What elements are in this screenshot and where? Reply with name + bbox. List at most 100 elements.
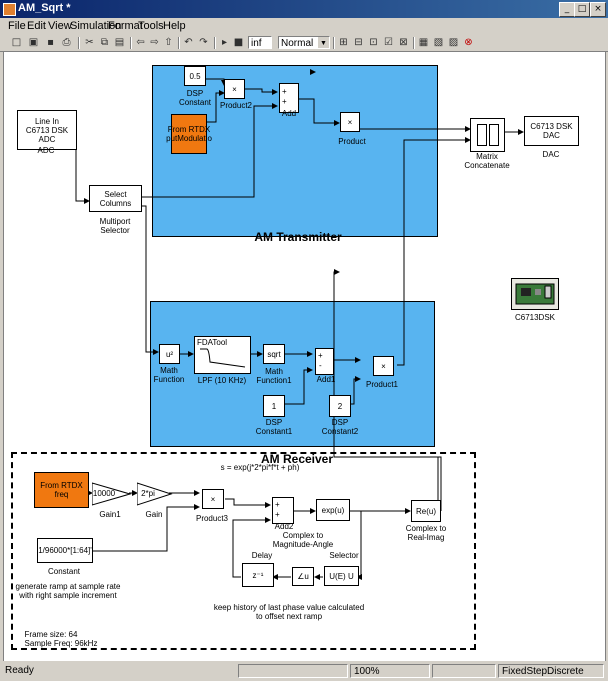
menu-simulation[interactable]: Simulation bbox=[70, 20, 122, 32]
delay-block[interactable]: z⁻¹ bbox=[242, 563, 274, 587]
model-explorer-icon[interactable]: ▦ bbox=[418, 37, 429, 48]
print-icon[interactable]: ⎙ bbox=[62, 37, 71, 48]
undo-icon[interactable]: ↶ bbox=[184, 37, 193, 48]
math-function-text: u² bbox=[165, 349, 174, 359]
copy-icon[interactable]: ⧉ bbox=[100, 37, 109, 48]
dsp-constant-block[interactable]: 0.5 bbox=[184, 66, 206, 86]
selector-label: Selector bbox=[329, 551, 359, 560]
status-text: Ready bbox=[5, 665, 34, 676]
fdatool-block[interactable]: FDATool bbox=[194, 336, 251, 374]
gain1-value: 10000 bbox=[92, 489, 116, 498]
product1-block[interactable]: × bbox=[373, 356, 394, 376]
c6713dsk-board-icon[interactable] bbox=[511, 278, 559, 310]
status-bar: Ready 100% FixedStepDiscrete bbox=[0, 661, 608, 681]
simulation-mode-select[interactable]: Normal ▼ bbox=[278, 36, 330, 49]
complex-to-real-imag-block[interactable]: Re(u) bbox=[411, 500, 441, 522]
start-icon[interactable]: ▸ bbox=[221, 37, 228, 48]
cut-icon[interactable]: ✂ bbox=[85, 37, 94, 48]
model-advisor-icon[interactable]: ⊡ bbox=[369, 37, 378, 48]
product-symbol: × bbox=[347, 117, 353, 127]
menu-edit[interactable]: Edit bbox=[27, 20, 46, 32]
menu-tools[interactable]: Tools bbox=[138, 20, 164, 32]
minimize-button[interactable]: _ bbox=[559, 2, 575, 17]
toolbar-separator bbox=[413, 37, 415, 49]
menu-format[interactable]: Format bbox=[108, 20, 143, 32]
record-icon[interactable]: ⊗ bbox=[464, 37, 473, 48]
update-diagram-icon[interactable]: ⊟ bbox=[354, 37, 363, 48]
library-browser-icon[interactable]: ⊠ bbox=[399, 37, 408, 48]
dsp-constant1-block[interactable]: 1 bbox=[263, 395, 285, 417]
close-button[interactable]: × bbox=[590, 2, 606, 17]
menu-file[interactable]: File bbox=[8, 20, 26, 32]
toolbar-separator bbox=[78, 37, 80, 49]
product2-block[interactable]: × bbox=[224, 79, 245, 99]
am-transmitter-title: AM Transmitter bbox=[254, 230, 342, 244]
add-block[interactable]: ++ bbox=[279, 83, 299, 113]
forward-icon[interactable]: ⇨ bbox=[150, 37, 159, 48]
exp-block[interactable]: exp(u) bbox=[316, 499, 350, 521]
sqrt-block[interactable]: sqrt bbox=[263, 344, 285, 364]
complex-to-magnitude-angle-block[interactable]: ∠u bbox=[292, 567, 314, 586]
dsp-constant-value: 0.5 bbox=[189, 71, 201, 81]
constant-label: Constant bbox=[47, 567, 81, 576]
status-cell-empty2 bbox=[432, 664, 496, 678]
back-icon[interactable]: ⇦ bbox=[136, 37, 145, 48]
save-icon[interactable]: ▪ bbox=[47, 37, 54, 48]
stop-time-input[interactable]: inf bbox=[248, 36, 272, 49]
redo-icon[interactable]: ↷ bbox=[199, 37, 208, 48]
product-label: Product bbox=[338, 137, 366, 146]
maximize-button[interactable]: □ bbox=[574, 2, 590, 17]
gain1-block[interactable] bbox=[92, 482, 132, 506]
product1-label: Product1 bbox=[365, 380, 399, 389]
selector-text: U(E) bbox=[329, 571, 346, 581]
product2-symbol: × bbox=[232, 84, 237, 94]
delay-text: z⁻¹ bbox=[252, 570, 264, 580]
browser-icon[interactable]: ▧ bbox=[433, 37, 444, 48]
add1-block[interactable]: +- bbox=[315, 348, 334, 375]
menu-bar: File Edit View Simulation Format Tools H… bbox=[0, 18, 608, 35]
status-cell-empty bbox=[238, 664, 348, 678]
menu-help[interactable]: Help bbox=[163, 20, 186, 32]
dsp-constant2-block[interactable]: 2 bbox=[329, 395, 351, 417]
build-icon[interactable]: ⊞ bbox=[339, 37, 348, 48]
add2-block[interactable]: ++ bbox=[272, 497, 294, 524]
formula-text: s = exp(j*2*pi*f*t + ph) bbox=[220, 463, 300, 472]
stop-icon[interactable]: ■ bbox=[233, 37, 244, 48]
open-icon[interactable]: ▣ bbox=[28, 37, 39, 48]
constant-block[interactable]: 1/96000*[1:64]' bbox=[37, 538, 93, 563]
add1-label: Add1 bbox=[316, 375, 336, 384]
receiver-dashed-region bbox=[11, 452, 476, 650]
selector-block[interactable]: U(E) U bbox=[324, 566, 359, 586]
gain1-label: Gain1 bbox=[99, 510, 121, 519]
signal-lines bbox=[75, 78, 524, 580]
title-bar: AM_Sqrt * _ □ × bbox=[0, 0, 608, 18]
debug-icon[interactable]: ☑ bbox=[384, 37, 393, 48]
menu-view[interactable]: View bbox=[48, 20, 72, 32]
properties-icon[interactable]: ▨ bbox=[448, 37, 459, 48]
matrix-concatenate-block[interactable] bbox=[470, 118, 505, 152]
fdatool-text: FDATool bbox=[197, 338, 228, 347]
chevron-down-icon[interactable]: ▼ bbox=[318, 37, 329, 48]
angle-text: ∠u bbox=[297, 572, 309, 581]
paste-icon[interactable]: ▤ bbox=[114, 37, 125, 48]
math-function-block[interactable]: u² bbox=[159, 344, 180, 364]
new-icon[interactable]: □ bbox=[11, 37, 22, 48]
product3-block[interactable]: × bbox=[202, 489, 224, 509]
history-note: keep history of last phase value calcula… bbox=[213, 603, 365, 621]
product-block[interactable]: × bbox=[340, 112, 360, 132]
up-icon[interactable]: ⇧ bbox=[164, 37, 173, 48]
toolbar-separator bbox=[130, 37, 132, 49]
gain-block[interactable] bbox=[137, 482, 173, 506]
